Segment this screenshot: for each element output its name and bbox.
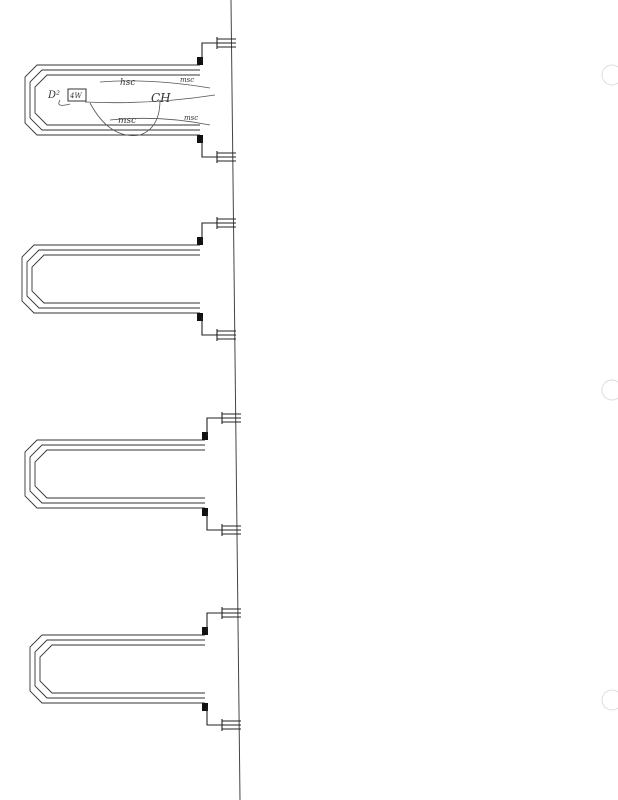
- hairpin-diagram: [21, 217, 236, 341]
- punch-hole: [601, 689, 618, 711]
- annotation-d2: D²: [47, 90, 60, 101]
- punch-hole: [601, 64, 618, 86]
- annotation-ch: CH: [151, 91, 171, 105]
- annotation-bottom-right: msc: [184, 114, 198, 122]
- connector-block: [202, 703, 208, 711]
- hairpin-diagram: [24, 37, 236, 163]
- connector-block: [197, 57, 203, 65]
- connector-block: [197, 313, 203, 321]
- annotation-top-right: msc: [180, 76, 194, 84]
- annotation-box-label: 4W: [69, 92, 82, 100]
- connector-block: [197, 135, 203, 143]
- annotation-box: [67, 88, 87, 102]
- connector-block: [202, 432, 208, 440]
- annotation-bottom-left: msc: [118, 116, 136, 126]
- hairpin-diagram: [29, 607, 241, 731]
- annotation-top-left: hsc: [120, 78, 135, 88]
- margin-line: [230, 0, 241, 800]
- connector-block: [197, 237, 203, 245]
- connector-block: [202, 508, 208, 516]
- punch-hole: [601, 379, 618, 401]
- connector-block: [202, 627, 208, 635]
- hairpin-diagram: [24, 412, 241, 536]
- handwritten-annotations: D² 4W CH hsc msc msc msc: [47, 76, 216, 136]
